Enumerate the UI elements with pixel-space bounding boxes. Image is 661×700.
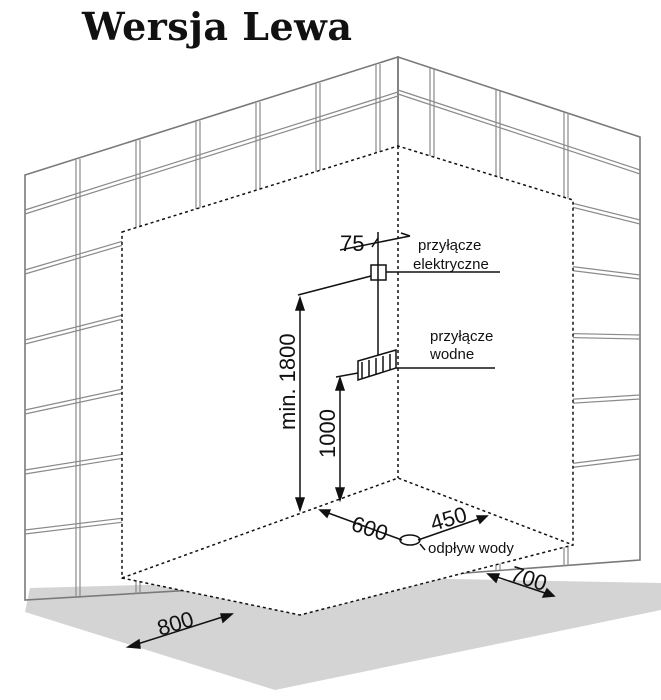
water-label-line1: przyłącze [430,328,493,345]
height-dimensions [294,295,346,513]
offset-top-label: 75 [340,231,364,256]
drain-label: odpływ wody [428,540,514,557]
diagram-title: Wersja Lewa [82,4,353,49]
drain [318,509,489,551]
electrical-label-line2: elektryczne [413,256,489,273]
electrical-connection [297,232,500,365]
electrical-label-line1: przyłącze [418,237,481,254]
water-connection [335,349,495,382]
electrical-height-label: min. 1800 [275,333,300,430]
floor [25,578,661,690]
enclosure-edges [121,146,574,579]
width-dimensions [125,573,556,649]
water-height-label: 1000 [315,409,340,458]
water-label-line2: wodne [429,346,474,363]
